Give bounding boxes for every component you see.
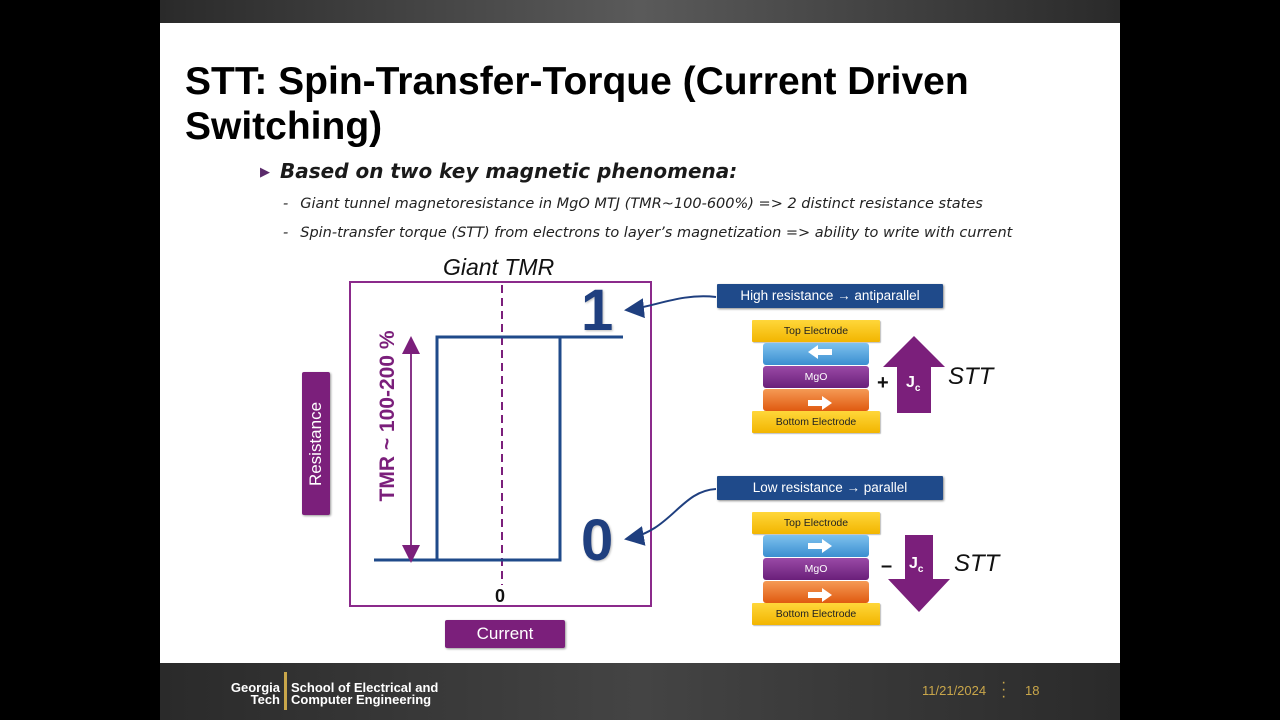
mgo-barrier: MgO	[763, 366, 869, 388]
high-state-digit: 1	[581, 278, 614, 343]
low-state-digit: 0	[581, 508, 614, 573]
low-resistance-label: Low resistance → parallel	[717, 476, 943, 500]
current-label-up: Jc	[906, 374, 921, 395]
x-axis-label-box: Current	[445, 620, 565, 648]
current-sign-plus: +	[877, 372, 889, 394]
bottom-electrode: Bottom Electrode	[752, 603, 880, 625]
page-number: 18	[1025, 683, 1040, 698]
sub-bullet-stt-text: Spin-transfer torque (STT) from electron…	[300, 225, 1013, 241]
current-sign-minus: –	[881, 555, 893, 577]
bullet-triangle-icon: ▶	[260, 165, 270, 180]
fixed-layer	[763, 389, 869, 411]
main-bullet-text: Based on two key magnetic phenomena:	[280, 159, 738, 183]
fixed-layer	[763, 581, 869, 603]
tmr-plot-frame	[349, 281, 652, 607]
slide-canvas: STT: Spin-Transfer-Torque (Current Drive…	[160, 23, 1120, 663]
sub-bullet-stt: -Spin-transfer torque (STT) from electro…	[283, 225, 1013, 241]
top-electrode: Top Electrode	[752, 512, 880, 534]
sub-bullet-tmr: -Giant tunnel magnetoresistance in MgO M…	[283, 196, 983, 212]
top-electrode: Top Electrode	[752, 320, 880, 342]
y-axis-label-box: Resistance	[302, 372, 330, 515]
bottom-electrode: Bottom Electrode	[752, 411, 880, 433]
y-axis-label: Resistance	[306, 401, 325, 486]
stt-label-down: STT	[954, 550, 1000, 577]
gt-logo-divider	[284, 672, 287, 710]
high-resistance-label: High resistance → antiparallel	[717, 284, 943, 308]
tmr-range-label: TMR ~ 100-200 %	[376, 330, 399, 502]
free-layer	[763, 343, 869, 365]
x-zero-tick: 0	[495, 586, 506, 606]
sub-bullet-tmr-text: Giant tunnel magnetoresistance in MgO MT…	[300, 196, 983, 212]
current-label-down: Jc	[909, 555, 924, 576]
window-top-bar	[160, 0, 1120, 23]
slide-title: STT: Spin-Transfer-Torque (Current Drive…	[185, 60, 969, 148]
plot-title: Giant TMR	[443, 254, 555, 280]
footer-date: 11/21/2024	[922, 683, 987, 698]
vertical-dots-icon: ···	[1001, 674, 1007, 705]
stt-label-up: STT	[948, 363, 994, 390]
free-layer	[763, 535, 869, 557]
x-axis-label: Current	[476, 624, 534, 643]
main-bullet: ▶ Based on two key magnetic phenomena:	[260, 159, 737, 183]
mgo-barrier: MgO	[763, 558, 869, 580]
